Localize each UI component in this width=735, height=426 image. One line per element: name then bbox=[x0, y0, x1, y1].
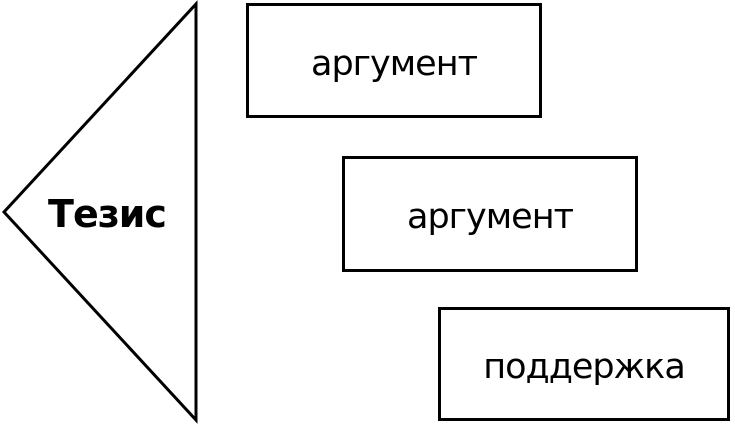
thesis-triangle-shape bbox=[1, 0, 198, 424]
argument-box-2-label: аргумент bbox=[407, 197, 574, 237]
support-box-label: поддержка bbox=[483, 347, 686, 387]
support-box: поддержка bbox=[438, 307, 730, 421]
argument-box-1-label: аргумент bbox=[311, 43, 478, 84]
argument-box-1: аргумент bbox=[246, 3, 542, 118]
thesis-triangle bbox=[1, 0, 198, 424]
argument-box-2: аргумент bbox=[342, 156, 638, 272]
thesis-label: Тезис bbox=[48, 192, 167, 236]
